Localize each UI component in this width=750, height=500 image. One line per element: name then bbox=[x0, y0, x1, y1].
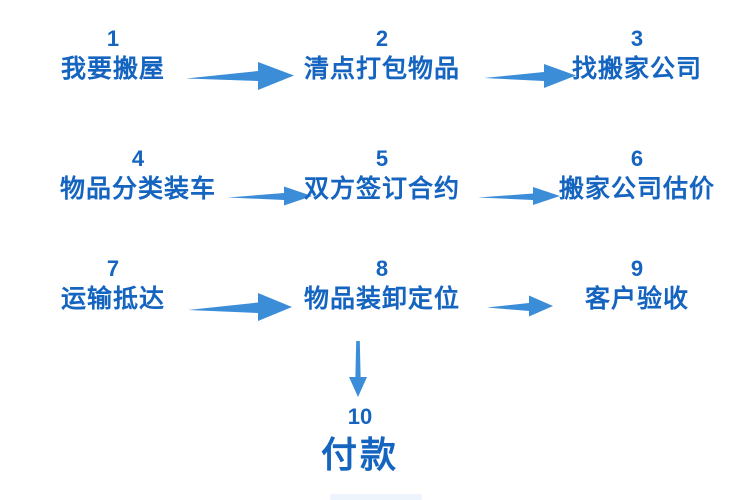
arrow-7-to-8-icon bbox=[188, 290, 292, 324]
arrow-2-to-3-icon bbox=[484, 61, 576, 91]
step-node-3[interactable]: 3 找搬家公司 bbox=[572, 26, 702, 86]
step-number: 8 bbox=[375, 256, 389, 281]
arrow-8-to-10-icon bbox=[345, 341, 371, 397]
step-label: 付款 bbox=[320, 434, 400, 475]
step-number: 3 bbox=[630, 26, 644, 51]
step-number: 9 bbox=[630, 256, 644, 281]
step-number: 7 bbox=[106, 256, 120, 281]
step-node-10[interactable]: 10 付款 bbox=[321, 404, 399, 478]
step-node-4[interactable]: 4 物品分类装车 bbox=[60, 146, 216, 206]
step-node-1[interactable]: 1 我要搬屋 bbox=[61, 26, 165, 86]
step-number: 10 bbox=[347, 404, 373, 429]
step-label: 物品分类装车 bbox=[59, 175, 217, 203]
step-label: 我要搬屋 bbox=[60, 55, 166, 83]
step-node-2[interactable]: 2 清点打包物品 bbox=[304, 26, 460, 86]
step-number: 1 bbox=[106, 26, 120, 51]
step-number: 5 bbox=[375, 146, 389, 171]
step-label: 找搬家公司 bbox=[571, 55, 703, 83]
step-number: 2 bbox=[375, 26, 389, 51]
step-node-5[interactable]: 5 双方签订合约 bbox=[304, 146, 460, 206]
step-label: 客户验收 bbox=[584, 285, 690, 313]
step-node-7[interactable]: 7 运输抵达 bbox=[61, 256, 165, 316]
step-node-6[interactable]: 6 搬家公司估价 bbox=[559, 146, 715, 206]
step-label: 清点打包物品 bbox=[303, 55, 461, 83]
step-number: 6 bbox=[630, 146, 644, 171]
step-label: 双方签订合约 bbox=[303, 175, 461, 203]
step-label: 搬家公司估价 bbox=[558, 175, 716, 203]
arrow-5-to-6-icon bbox=[478, 185, 560, 207]
arrow-4-to-5-icon bbox=[228, 184, 312, 208]
step-label: 运输抵达 bbox=[60, 285, 166, 313]
arrow-8-to-9-icon bbox=[487, 293, 553, 319]
step-label: 物品装卸定位 bbox=[303, 285, 461, 313]
clipped-content-artifact bbox=[330, 494, 422, 500]
step-node-8[interactable]: 8 物品装卸定位 bbox=[304, 256, 460, 316]
step-number: 4 bbox=[131, 146, 145, 171]
arrow-1-to-2-icon bbox=[186, 59, 294, 93]
step-node-9[interactable]: 9 客户验收 bbox=[585, 256, 689, 316]
